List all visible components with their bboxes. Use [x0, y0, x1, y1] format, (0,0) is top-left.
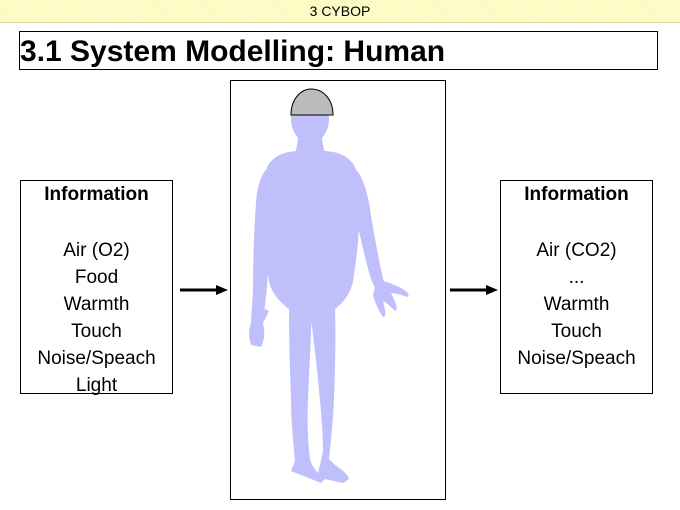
- input-item: Light: [75, 375, 118, 396]
- input-item: Food: [74, 267, 119, 288]
- header-band: 3 CYBOP: [0, 0, 680, 23]
- right-arm-shape: [353, 167, 387, 293]
- output-item: Touch: [551, 321, 602, 342]
- brain-icon: [290, 88, 334, 116]
- output-information-box: Information Air (CO2) ... Warmth Touch N…: [500, 180, 653, 394]
- input-information-heading: Information: [44, 184, 149, 205]
- neck-shape: [295, 133, 325, 156]
- left-leg-shape: [289, 307, 325, 483]
- arrow-right-icon: [180, 285, 228, 295]
- left-hand-shape: [249, 309, 269, 347]
- input-item: Warmth: [63, 294, 130, 315]
- input-item: Air (O2): [63, 240, 130, 261]
- slide-title: 3.1 System Modelling: Human: [20, 35, 446, 68]
- input-item: Touch: [71, 321, 122, 342]
- output-item: Noise/Speach: [517, 348, 636, 369]
- left-arm-shape: [251, 167, 274, 327]
- section-label: 3 CYBOP: [309, 3, 371, 19]
- title-box: 3.1 System Modelling: Human: [19, 31, 658, 70]
- output-item: Warmth: [543, 294, 610, 315]
- human-figure-frame: [230, 80, 446, 500]
- input-item: Noise/Speach: [37, 348, 156, 369]
- torso-shape: [263, 151, 360, 309]
- arrow-right-icon: [450, 285, 498, 295]
- input-information-list: Air (O2) Food Warmth Touch Noise/Speach …: [21, 237, 172, 399]
- output-item: Air (CO2): [536, 240, 617, 261]
- output-information-heading: Information: [524, 184, 629, 205]
- human-silhouette-icon: [249, 88, 409, 483]
- output-information-list: Air (CO2) ... Warmth Touch Noise/Speach: [501, 237, 652, 372]
- output-item: ...: [568, 267, 585, 288]
- right-hand-shape: [373, 279, 409, 317]
- right-leg-shape: [310, 307, 349, 483]
- input-information-box: Information Air (O2) Food Warmth Touch N…: [20, 180, 173, 396]
